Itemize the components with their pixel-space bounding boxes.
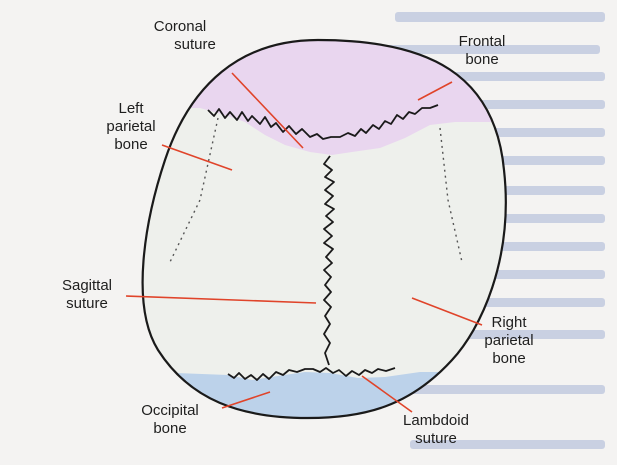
label-sagittal-line1: Sagittal <box>52 277 122 295</box>
label-right-parietal-line2: parietal <box>474 332 544 350</box>
label-right-parietal-bone: Right parietal bone <box>474 314 544 368</box>
label-occipital-line1: Occipital <box>128 402 212 420</box>
label-occipital-bone: Occipital bone <box>128 402 212 438</box>
label-lambdoid-line2: suture <box>394 430 478 448</box>
label-frontal-line2: bone <box>448 51 516 69</box>
label-coronal-suture: Coronal suture <box>128 18 232 54</box>
label-coronal-line1: Coronal <box>128 18 232 36</box>
label-lambdoid-line1: Lambdoid <box>394 412 478 430</box>
label-left-parietal-line1: Left <box>96 100 166 118</box>
label-frontal-line1: Frontal <box>448 33 516 51</box>
label-occipital-line2: bone <box>128 420 212 438</box>
label-lambdoid-suture: Lambdoid suture <box>394 412 478 448</box>
label-coronal-line2: suture <box>158 36 232 54</box>
label-sagittal-suture: Sagittal suture <box>52 277 122 313</box>
label-sagittal-line2: suture <box>52 295 122 313</box>
label-left-parietal-line2: parietal <box>96 118 166 136</box>
label-frontal-bone: Frontal bone <box>448 33 516 69</box>
label-left-parietal-bone: Left parietal bone <box>96 100 166 154</box>
label-left-parietal-line3: bone <box>96 136 166 154</box>
label-right-parietal-line1: Right <box>474 314 544 332</box>
label-right-parietal-line3: bone <box>474 350 544 368</box>
